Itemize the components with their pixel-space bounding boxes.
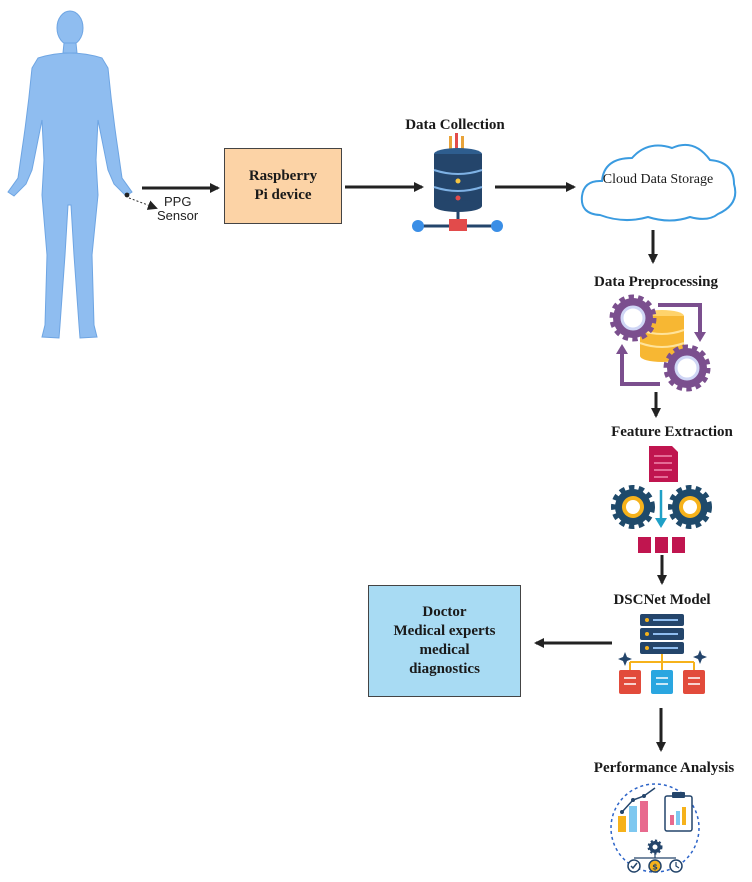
feature-extraction-icon — [611, 446, 712, 553]
cloud-storage-label: Cloud Data Storage — [602, 172, 714, 187]
human-body-icon — [7, 10, 133, 339]
dscnet-model-icon — [618, 614, 707, 694]
svg-text:$: $ — [652, 863, 658, 872]
raspberry-pi-box: Raspberry Pi device — [224, 148, 342, 224]
cloud-storage-icon — [580, 144, 737, 222]
feature-extraction-title: Feature Extraction — [611, 424, 733, 440]
data-preprocessing-icon — [609, 294, 711, 392]
raspberry-line1: Raspberry — [248, 168, 318, 184]
data-preprocessing-title: Data Preprocessing — [593, 274, 719, 290]
raspberry-line2: Pi device — [254, 187, 312, 203]
data-collection-title: Data Collection — [405, 117, 505, 133]
database-server-icon — [412, 133, 503, 232]
sensor-label: Sensor — [157, 208, 199, 223]
performance-analysis-title: Performance Analysis — [593, 760, 735, 776]
doctor-line1: Doctor — [422, 604, 467, 620]
ppg-sensor-dot — [124, 192, 130, 198]
doctor-line2: Medical experts — [393, 623, 496, 639]
ppg-label: PPG — [164, 194, 192, 209]
sensor-pointer-arrow — [128, 197, 158, 210]
performance-analysis-icon: $ — [610, 783, 700, 873]
doctor-box: Doctor Medical experts medical diagnosti… — [368, 585, 521, 697]
doctor-line4: diagnostics — [409, 661, 480, 677]
dscnet-model-title: DSCNet Model — [613, 592, 711, 608]
doctor-line3: medical — [419, 642, 470, 658]
